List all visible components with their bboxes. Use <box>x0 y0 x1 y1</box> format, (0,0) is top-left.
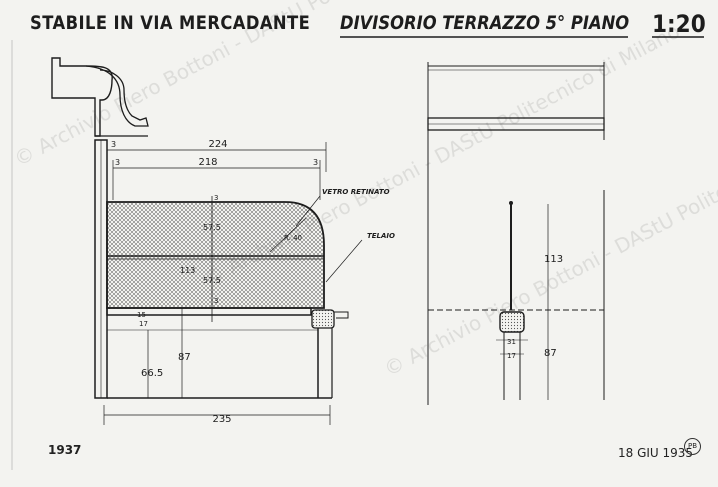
dim-3-vert: 3 <box>214 194 218 202</box>
drawing-year: 1937 <box>48 443 82 457</box>
dim-224: 224 <box>208 139 227 150</box>
dim-235: 235 <box>212 414 231 425</box>
dim-15: 15 <box>137 311 146 319</box>
dim-17: 17 <box>139 320 148 328</box>
dim-218: 218 <box>198 157 217 168</box>
section-view: 224 3 218 3 3 3 57.5 113 57.5 3 R. 40 VE… <box>51 57 395 425</box>
dim-66-5: 66.5 <box>141 368 163 379</box>
side-dim-87-label: 87 <box>544 348 557 359</box>
dim-57-5-lower: 57.5 <box>203 276 221 285</box>
dim-57-5-upper: 57.5 <box>203 223 221 232</box>
side-view: 113 87 31 17 <box>427 62 605 400</box>
side-dim-113-label: 113 <box>544 254 563 265</box>
dim-113-section: 113 <box>180 266 195 275</box>
dim-87-section: 87 <box>178 352 191 363</box>
side-dim-17: 17 <box>507 352 516 360</box>
frame-profile <box>311 309 335 329</box>
drawing-scale: 1:20 <box>652 10 706 38</box>
side-dim-31: 31 <box>507 338 516 346</box>
label-telaio: TELAIO <box>367 232 395 240</box>
drip-edge <box>334 311 349 319</box>
date-stamp: 18 GIU 1935 <box>618 446 694 460</box>
radius-leader <box>269 217 307 253</box>
dim-3-top-left: 3 <box>111 140 116 149</box>
drawing-title: STABILE IN VIA MERCADANTE <box>30 12 311 34</box>
glass-leader <box>295 195 321 227</box>
dim-3-bottom: 3 <box>214 297 218 305</box>
dim-3-left: 3 <box>115 158 120 167</box>
glass-panel <box>106 201 325 309</box>
initials-stamp: PB <box>684 438 701 455</box>
sill-slab <box>106 307 312 316</box>
gutter <box>85 65 149 127</box>
label-vetro-retinato: VETRO RETINATO <box>322 188 390 196</box>
dim-3-right: 3 <box>313 158 318 167</box>
dim-radius: R. 40 <box>284 234 302 242</box>
side-profile <box>499 311 525 333</box>
drawing-subtitle: DIVISORIO TERRAZZO 5° PIANO <box>340 12 630 34</box>
frame-leader <box>325 239 363 283</box>
post-cap <box>509 201 513 205</box>
